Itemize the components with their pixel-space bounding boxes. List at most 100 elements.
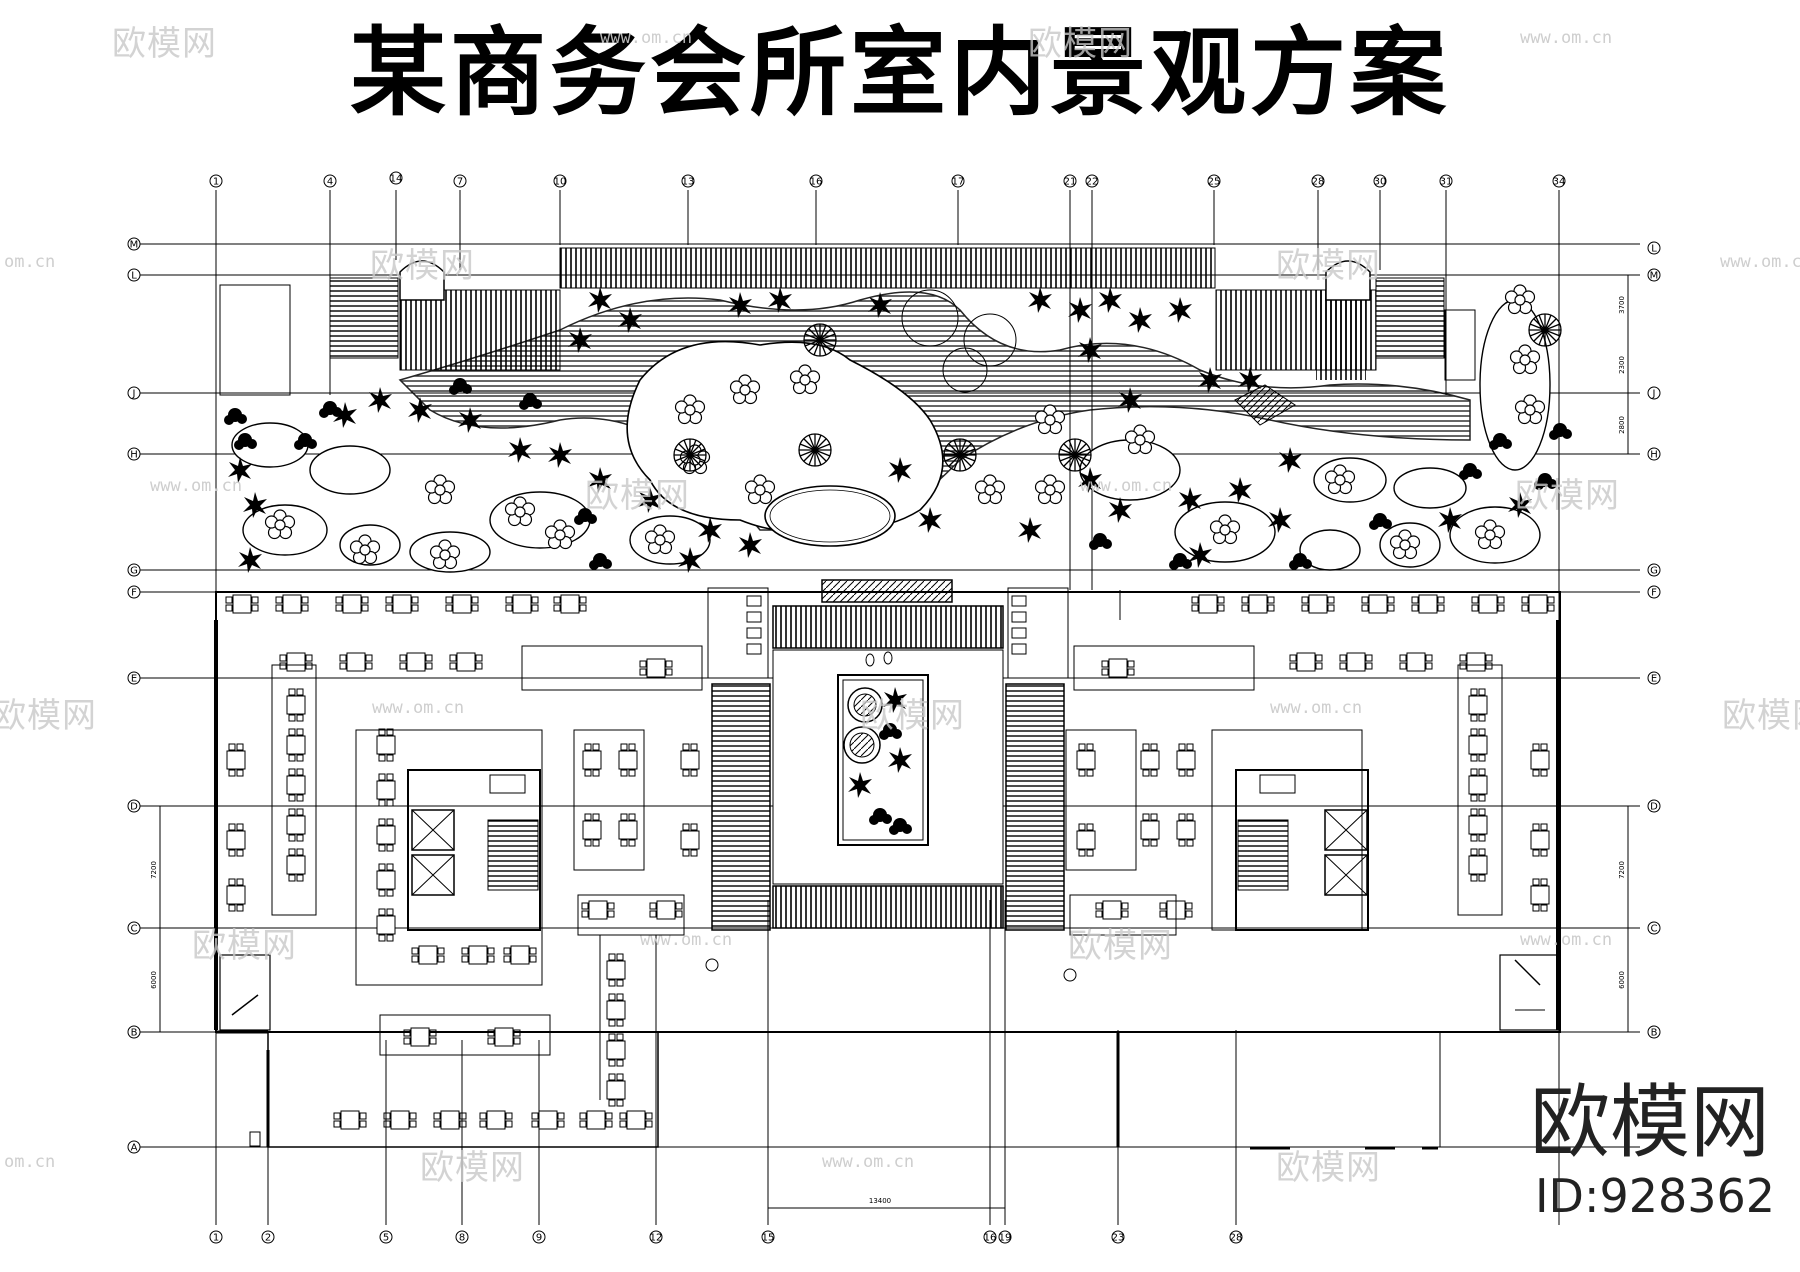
axis-bubble-bottom: 12 (649, 1230, 663, 1244)
svg-text:H: H (130, 450, 138, 461)
watermark-url: www.om.cn (1080, 476, 1173, 496)
axis-bubble-top: 21 (1063, 174, 1077, 188)
svg-text:17: 17 (952, 177, 965, 188)
watermark-logo: 欧模网 (0, 696, 97, 736)
watermark-logo: 欧模网 (420, 1148, 525, 1188)
axis-bubble-bottom: 8 (455, 1230, 469, 1244)
watermark-url: www.om.cn (372, 698, 465, 718)
svg-text:5: 5 (383, 1233, 389, 1244)
watermark-url: www.om.cn (1720, 252, 1800, 272)
axis-bubble-row: G (127, 563, 141, 577)
svg-text:10: 10 (554, 177, 567, 188)
svg-text:23: 23 (1112, 1233, 1125, 1244)
axis-bubble-row: H (1647, 447, 1661, 461)
svg-text:1: 1 (213, 177, 219, 188)
axis-bubble-row: E (1647, 671, 1661, 685)
axis-bubble-row: B (127, 1025, 141, 1039)
watermark-url: www.om.cn (640, 930, 733, 950)
svg-text:H: H (1650, 450, 1658, 461)
axis-bubble-row: C (1647, 921, 1661, 935)
svg-text:G: G (130, 566, 138, 577)
axis-bubble-top: 25 (1207, 174, 1221, 188)
axis-bubble-top: 1 (209, 174, 223, 188)
axis-bubble-top: 16 (809, 174, 823, 188)
watermark-url: www.om.cn (1520, 930, 1613, 950)
image-id-label: ID:928362 (1534, 1169, 1776, 1223)
axis-bubble-bottom: 5 (379, 1230, 393, 1244)
axis-bubble-bottom: 16 (983, 1230, 997, 1244)
svg-text:28: 28 (1312, 177, 1325, 188)
svg-text:B: B (1651, 1028, 1658, 1039)
svg-text:2: 2 (265, 1233, 271, 1244)
watermark-logo: 欧模网 (370, 246, 475, 286)
svg-text:4: 4 (327, 177, 333, 188)
axis-bubble-row: F (127, 585, 141, 599)
svg-text:C: C (131, 924, 138, 935)
axis-bubble-row: A (127, 1140, 141, 1154)
svg-text:31: 31 (1440, 177, 1453, 188)
svg-text:16: 16 (810, 177, 823, 188)
svg-text:M: M (130, 240, 139, 251)
svg-text:C: C (1651, 924, 1658, 935)
svg-text:B: B (131, 1028, 138, 1039)
svg-text:F: F (131, 588, 137, 599)
axis-bubble-top: 28 (1311, 174, 1325, 188)
dimension-label: 6000 (1618, 971, 1626, 989)
svg-text:E: E (1651, 674, 1657, 685)
watermark-logo: 欧模网 (1515, 476, 1620, 516)
watermark-url: www.om.cn (822, 1152, 915, 1172)
watermark-url: www.om.cn (600, 28, 693, 48)
axis-bubble-bottom: 9 (532, 1230, 546, 1244)
svg-text:J: J (1652, 389, 1656, 400)
watermark-logo: 欧模网 (1722, 696, 1800, 736)
dimension-label: 13400 (869, 1197, 891, 1205)
axis-bubble-row: J (1647, 386, 1661, 400)
svg-text:28: 28 (1230, 1233, 1243, 1244)
axis-bubble-row: J (127, 386, 141, 400)
svg-text:21: 21 (1064, 177, 1077, 188)
axis-bubble-row: G (1647, 563, 1661, 577)
svg-text:22: 22 (1086, 177, 1099, 188)
svg-text:16: 16 (984, 1233, 997, 1244)
axis-bubble-top: 34 (1552, 174, 1566, 188)
axis-bubble-bottom: 15 (761, 1230, 775, 1244)
svg-text:7: 7 (457, 177, 463, 188)
svg-text:E: E (131, 674, 137, 685)
axis-bubble-row: D (127, 799, 141, 813)
axis-bubble-row: D (1647, 799, 1661, 813)
axis-bubble-top: 4 (323, 174, 337, 188)
svg-text:8: 8 (459, 1233, 465, 1244)
axis-bubble-bottom: 19 (998, 1230, 1012, 1244)
axis-bubble-top: 7 (453, 174, 467, 188)
axis-bubble-row: C (127, 921, 141, 935)
stair-elevator-cores (407, 769, 1369, 931)
central-courtyard (707, 579, 1069, 931)
watermark-url: www.om.cn (1520, 28, 1613, 48)
dimension-label: 7200 (1618, 861, 1626, 879)
watermark-logo: 欧模网 (1276, 1148, 1381, 1188)
axis-bubble-top: 31 (1439, 174, 1453, 188)
watermark-url: om.cn (4, 252, 56, 272)
axis-bubble-top: 14 (389, 171, 403, 185)
dimension-label: 7200 (150, 861, 158, 879)
axis-bubble-bottom: 23 (1111, 1230, 1125, 1244)
svg-text:M: M (1650, 271, 1659, 282)
svg-text:19: 19 (999, 1233, 1012, 1244)
axis-bubble-top: 30 (1373, 174, 1387, 188)
svg-text:34: 34 (1553, 177, 1566, 188)
svg-text:D: D (1650, 802, 1658, 813)
watermark-logo: 欧模网 (192, 926, 297, 966)
axis-bubble-bottom: 2 (261, 1230, 275, 1244)
svg-text:12: 12 (650, 1233, 663, 1244)
axis-bubble-top: 13 (681, 174, 695, 188)
watermark-logo: 欧模网 (112, 24, 217, 64)
axis-bubble-row: F (1647, 585, 1661, 599)
watermark-logo: 欧模网 (1028, 24, 1133, 64)
svg-text:25: 25 (1208, 177, 1221, 188)
axis-bubble-bottom: 28 (1229, 1230, 1243, 1244)
axis-bubble-top: 17 (951, 174, 965, 188)
svg-text:A: A (131, 1143, 138, 1154)
watermark-url: www.om.cn (150, 476, 243, 496)
drawing-title: 某商务会所室内景观方案 (350, 17, 1450, 129)
